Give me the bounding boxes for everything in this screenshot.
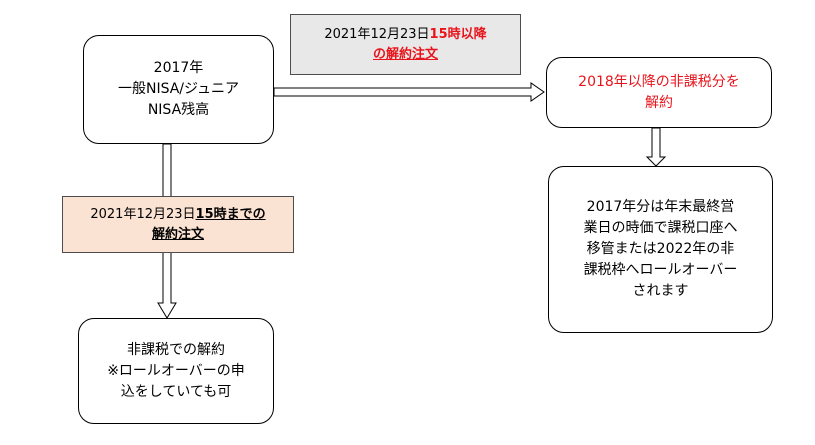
note-after-time: 15時以降 [429,26,487,42]
note-after-date: 2021年12月23日 [324,26,430,42]
result-2017-line-1: 2017年分は年末最終営 [586,199,735,215]
result-before-line-3: 込をしていても可 [120,383,232,400]
result-2017-portion-handling: 2017年分は年末最終営 業日の時価で課税口座へ 移管または2022年の非 課税… [548,166,773,333]
result-2017-line-5: されます [632,283,689,299]
start-box-line-1: 2017年 [153,60,204,76]
result-2017-line-4: 課税枠へロールオーバー [583,262,738,278]
result-2017-line-2: 業日の時価で課税口座へ [583,220,738,236]
result-before-line-1: 非課税での解約 [127,341,225,358]
start-box-line-2: 一般NISA/ジュニア [117,81,240,97]
arrow-to-after-15 [273,82,545,102]
start-box-2017-nisa-balance: 2017年 一般NISA/ジュニア NISA残高 [83,35,274,144]
note-after-order: の解約注文 [372,46,438,62]
result-before-line-2: ※ロールオーバーの申 [107,362,245,379]
start-box-line-3: NISA残高 [147,102,210,118]
note-after-15: 2021年12月23日15時以降 の解約注文 [290,14,521,75]
arrow-to-2017-handling [645,127,667,167]
note-before-date: 2021年12月23日 [90,206,196,222]
result-2017-line-3: 移管または2022年の非 [586,241,735,257]
result-cancel-2018-onward: 2018年以降の非課税分を 解約 [546,57,772,128]
result-after-line-1: 2018年以降の非課税分を [578,73,740,90]
result-after-line-2: 解約 [644,94,673,111]
note-before-order: 解約注文 [151,226,204,242]
result-tax-free-cancellation: 非課税での解約 ※ロールオーバーの申 込をしていても可 [78,318,274,424]
note-before-time: 15時までの [195,206,266,222]
note-before-15: 2021年12月23日15時までの 解約注文 [62,196,294,253]
